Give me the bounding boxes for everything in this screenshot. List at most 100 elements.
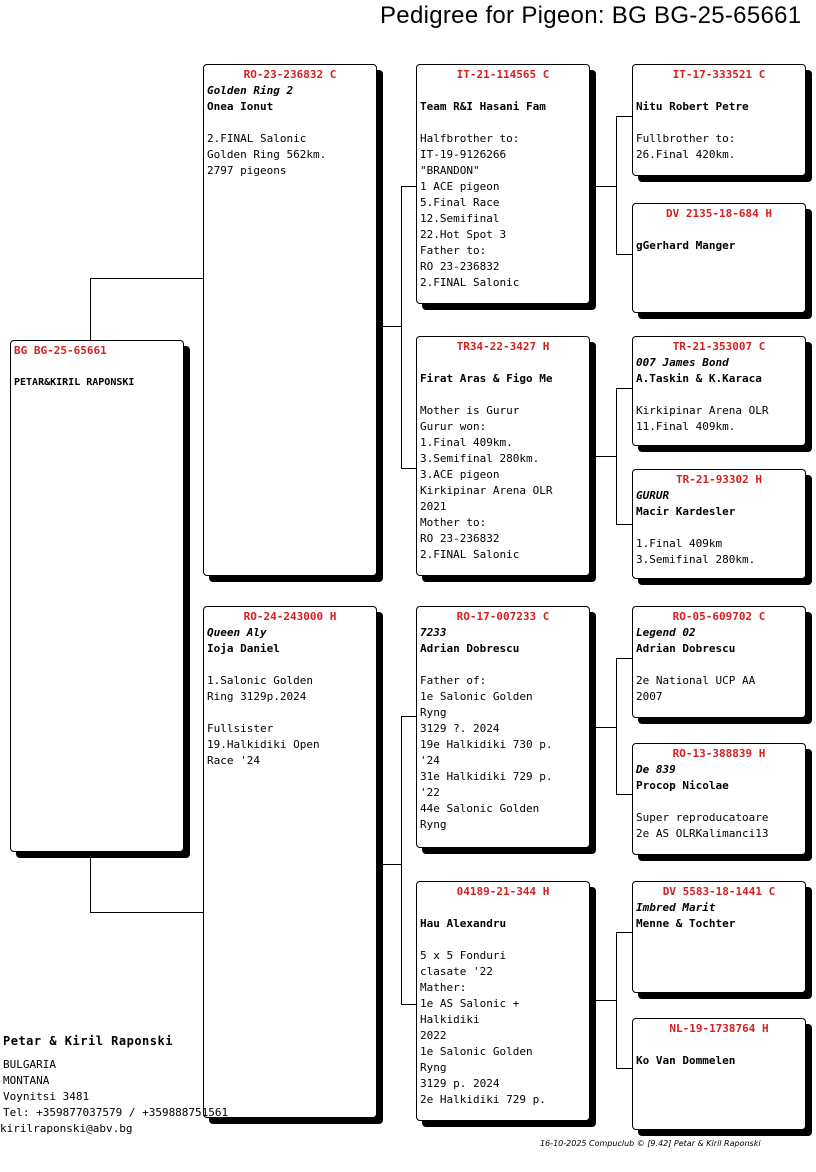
- pigeon-notes: Mother is Gurur Gurur won: 1.Final 409km…: [420, 404, 553, 561]
- pigeon-card-dam-dam[interactable]: 04189-21-344 H Hau Alexandru 5 x 5 Fondu…: [416, 881, 590, 1121]
- pigeon-notes: 2e National UCP AA 2007: [636, 674, 756, 703]
- pigeon-notes: Father of: 1e Salonic Golden Ryng 3129 ?…: [420, 674, 553, 831]
- connector: [616, 116, 617, 254]
- pigeon-name: 7233: [420, 626, 447, 639]
- owner-name: Hau Alexandru: [420, 917, 507, 930]
- ring-number: RO-13-388839 H: [672, 747, 766, 760]
- ring-number: IT-21-114565 C: [456, 68, 550, 81]
- pigeon-name: [420, 83, 586, 99]
- owner-name: PETAR&KIRIL RAPONSKI: [14, 377, 135, 388]
- connector: [383, 326, 401, 327]
- pigeon-notes: Fullbrother to: 26.Final 420km.: [636, 132, 736, 161]
- connector: [616, 116, 632, 117]
- ring-number: 04189-21-344 H: [456, 885, 550, 898]
- ring-number: RO-17-007233 C: [456, 610, 550, 623]
- ring-number: TR-21-93302 H: [675, 473, 763, 486]
- connector: [616, 794, 632, 795]
- owner-name: Firat Aras & Figo Me: [420, 372, 553, 385]
- connector: [596, 186, 616, 187]
- connector: [616, 658, 617, 794]
- print-stamp: 16-10-2025 Compuclub © [9.42] Petar & Ki…: [540, 1139, 761, 1148]
- owner-name: Nitu Robert Petre: [636, 100, 749, 113]
- pigeon-notes: 1.Final 409km 3.Semifinal 280km.: [636, 537, 756, 566]
- pigeon-card-dam-sire[interactable]: RO-17-007233 C 7233 Adrian Dobrescu Fath…: [416, 606, 590, 848]
- pigeon-card-ds-dam[interactable]: RO-13-388839 H De 839 Procop Nicolae Sup…: [632, 743, 806, 855]
- ring-number: IT-17-333521 C: [672, 68, 766, 81]
- connector: [616, 524, 632, 525]
- connector: [383, 864, 401, 865]
- pigeon-notes: 1.Salonic Golden Ring 3129p.2024 Fullsis…: [207, 674, 320, 767]
- connector: [90, 278, 91, 340]
- connector: [616, 388, 617, 524]
- pigeon-card-sd-dam[interactable]: TR-21-93302 H GURUR Macir Kardesler 1.Fi…: [632, 469, 806, 579]
- pigeon-name: [14, 359, 180, 375]
- pigeon-card-ss-dam[interactable]: DV 2135-18-684 H gGerhard Manger: [632, 203, 806, 313]
- connector: [401, 468, 417, 469]
- pigeon-name: GURUR: [636, 489, 670, 502]
- connector: [616, 254, 632, 255]
- connector: [616, 388, 632, 389]
- connector: [596, 727, 616, 728]
- breeder-country: BULGARIA: [3, 1058, 56, 1071]
- owner-name: Ko Van Dommelen: [636, 1054, 736, 1067]
- connector: [90, 278, 204, 279]
- connector: [616, 932, 617, 1068]
- pigeon-notes: Kirkipinar Arena OLR 11.Final 409km.: [636, 404, 769, 433]
- pigeon-card-dd-dam[interactable]: NL-19-1738764 H Ko Van Dommelen: [632, 1018, 806, 1130]
- owner-name: Adrian Dobrescu: [420, 642, 520, 655]
- ring-number: TR-21-353007 C: [672, 340, 766, 353]
- connector: [616, 1068, 632, 1069]
- pigeon-card-subject[interactable]: BG BG-25-65661 PETAR&KIRIL RAPONSKI: [10, 340, 184, 852]
- ring-number: DV 5583-18-1441 C: [662, 885, 776, 898]
- pigeon-name: [636, 83, 802, 99]
- pigeon-name: [636, 1037, 802, 1053]
- pigeon-notes: 2.FINAL Salonic Golden Ring 562km. 2797 …: [207, 132, 327, 177]
- pigeon-card-sire[interactable]: RO-23-236832 C Golden Ring 2 Onea Ionut …: [203, 64, 377, 576]
- pigeon-name: Golden Ring 2: [207, 84, 294, 97]
- connector: [401, 1004, 417, 1005]
- pigeon-name: Queen Aly: [207, 626, 267, 639]
- pigeon-name: [420, 900, 586, 916]
- owner-name: Procop Nicolae: [636, 779, 729, 792]
- ring-number: RO-23-236832 C: [243, 68, 337, 81]
- pigeon-card-dam[interactable]: RO-24-243000 H Queen Aly Ioja Daniel 1.S…: [203, 606, 377, 1118]
- connector: [90, 912, 204, 913]
- owner-name: Onea Ionut: [207, 100, 274, 113]
- ring-number: BG BG-25-65661: [14, 344, 107, 357]
- pigeon-notes: Super reproducatoare 2e AS OLRKalimanci1…: [636, 811, 769, 840]
- pigeon-card-sire-sire[interactable]: IT-21-114565 C Team R&I Hasani Fam Halfb…: [416, 64, 590, 304]
- connector: [401, 716, 417, 717]
- breeder-info: Petar & Kiril Raponski BULGARIA MONTANA …: [0, 1033, 228, 1137]
- ring-number: TR34-22-3427 H: [456, 340, 550, 353]
- owner-name: Menne & Tochter: [636, 917, 736, 930]
- connector: [596, 456, 616, 457]
- owner-name: Adrian Dobrescu: [636, 642, 736, 655]
- connector: [616, 658, 632, 659]
- breeder-region: MONTANA: [3, 1074, 50, 1087]
- pigeon-card-ss-sire[interactable]: IT-17-333521 C Nitu Robert Petre Fullbro…: [632, 64, 806, 176]
- owner-name: gGerhard Manger: [636, 239, 736, 252]
- pigeon-name: De 839: [636, 763, 676, 776]
- owner-name: Ioja Daniel: [207, 642, 280, 655]
- owner-name: Team R&I Hasani Fam: [420, 100, 546, 113]
- owner-name: Macir Kardesler: [636, 505, 736, 518]
- connector: [596, 1000, 616, 1001]
- pigeon-card-ds-sire[interactable]: RO-05-609702 C Legend 02 Adrian Dobrescu…: [632, 606, 806, 718]
- pigeon-name: 007 James Bond: [636, 356, 729, 369]
- breeder-name: Petar & Kiril Raponski: [3, 1034, 173, 1048]
- pigeon-notes: Halfbrother to: IT-19-9126266 "BRANDON" …: [420, 132, 520, 289]
- pigeon-name: Legend 02: [636, 626, 696, 639]
- pigeon-card-sd-sire[interactable]: TR-21-353007 C 007 James Bond A.Taskin &…: [632, 336, 806, 446]
- pigeon-card-dd-sire[interactable]: DV 5583-18-1441 C Imbred Marit Menne & T…: [632, 881, 806, 993]
- connector: [616, 932, 632, 933]
- pigeon-card-sire-dam[interactable]: TR34-22-3427 H Firat Aras & Figo Me Moth…: [416, 336, 590, 576]
- connector: [401, 186, 402, 468]
- page-title: Pedigree for Pigeon: BG BG-25-65661: [380, 2, 802, 29]
- ring-number: NL-19-1738764 H: [669, 1022, 769, 1035]
- connector: [90, 852, 91, 912]
- breeder-town: Voynitsi 3481: [3, 1090, 90, 1103]
- connector: [401, 716, 402, 1004]
- ring-number: DV 2135-18-684 H: [666, 207, 772, 220]
- pigeon-name: [636, 222, 802, 238]
- pigeon-notes: 5 x 5 Fonduri clasate '22 Mather: 1e AS …: [420, 949, 546, 1106]
